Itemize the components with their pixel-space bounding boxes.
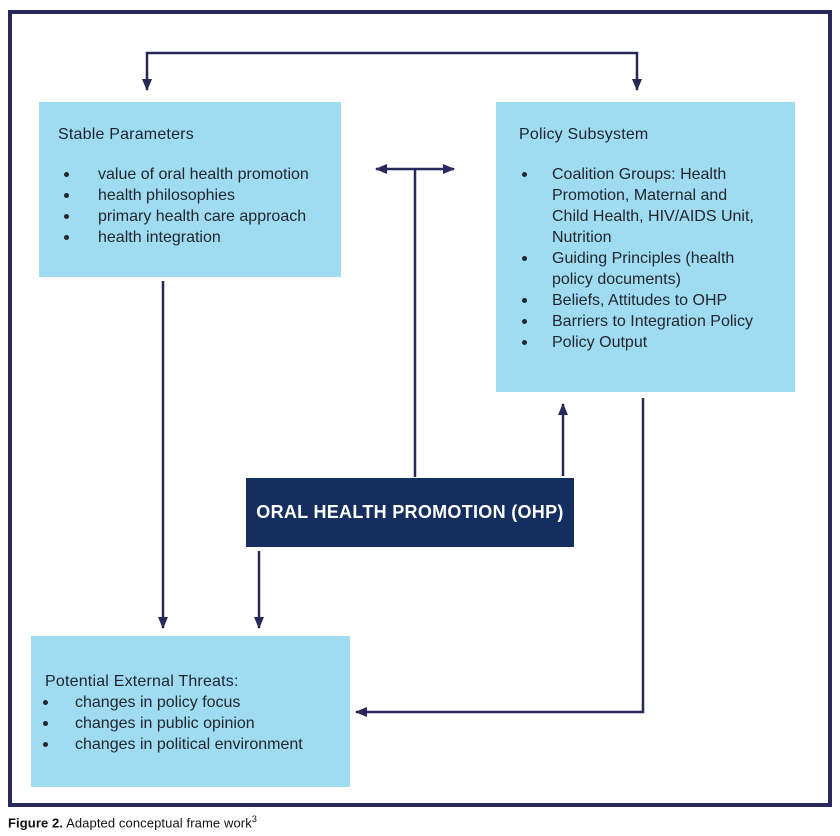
figure-caption-label: Figure 2. — [8, 815, 64, 831]
bullet-item: Beliefs, Attitudes to OHP — [519, 290, 783, 311]
bullet-item: changes in political environment — [43, 734, 338, 755]
figure-caption-text: Adapted conceptual frame work — [63, 815, 252, 831]
external-threats-title: Potential External Threats: — [45, 673, 239, 690]
oral-health-promotion-label: ORAL HEALTH PROMOTION (OHP) — [256, 502, 564, 522]
figure-border-frame — [8, 10, 832, 807]
bullet-item: Coalition Groups: Health Promotion, Mate… — [519, 164, 783, 248]
bullet-item: Barriers to Integration Policy — [519, 311, 783, 332]
stable-parameters-title: Stable Parameters — [58, 126, 194, 143]
stable-parameters-box: Stable Parameters value of oral health p… — [39, 102, 341, 277]
bullet-item: Guiding Principles (health policy docume… — [519, 248, 783, 290]
bullet-item: health philosophies — [58, 185, 327, 206]
external-threats-box: Potential External Threats: changes in p… — [31, 636, 350, 787]
bullet-item: primary health care approach — [58, 206, 327, 227]
figure-caption-superscript: 3 — [251, 814, 257, 824]
bullet-item: changes in public opinion — [43, 713, 338, 734]
bullet-item: changes in policy focus — [43, 692, 338, 713]
bullet-item: Policy Output — [519, 332, 783, 353]
figure-caption: Figure 2. Adapted conceptual frame work3 — [8, 814, 257, 830]
bullet-item: health integration — [58, 227, 327, 248]
oral-health-promotion-box: ORAL HEALTH PROMOTION (OHP) — [246, 478, 574, 547]
policy-subsystem-title: Policy Subsystem — [519, 126, 649, 143]
bullet-item: value of oral health promotion — [58, 164, 327, 185]
policy-subsystem-box: Policy Subsystem Coalition Groups: Healt… — [496, 102, 795, 392]
policy-subsystem-list: Coalition Groups: Health Promotion, Mate… — [519, 164, 783, 353]
